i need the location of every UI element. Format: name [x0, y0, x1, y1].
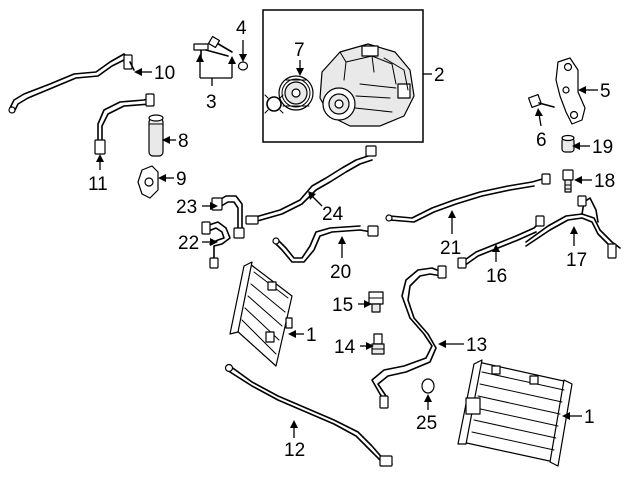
callout-18: 18 — [594, 171, 615, 192]
callout-16: 16 — [486, 266, 507, 287]
callout-7: 7 — [294, 40, 305, 61]
callout-5: 5 — [600, 81, 611, 102]
callout-14: 14 — [334, 337, 356, 358]
callout-21: 21 — [440, 238, 461, 259]
condenser-left — [229, 261, 293, 367]
compressor-body — [319, 43, 415, 127]
hose-12 — [224, 363, 393, 467]
callout-1-left: 1 — [306, 325, 317, 346]
compressor-group — [262, 9, 424, 143]
callout-8: 8 — [178, 131, 189, 152]
leader-lines — [96, 40, 598, 438]
callout-9: 9 — [176, 169, 187, 190]
callout-10: 10 — [154, 63, 175, 84]
receiver-drier — [148, 114, 164, 157]
line-20 — [272, 225, 379, 263]
valve-14 — [371, 333, 385, 355]
hose-17 — [525, 195, 621, 259]
callout-23: 23 — [176, 197, 197, 218]
cap-19 — [561, 134, 575, 153]
hose-22 — [201, 221, 231, 269]
line-24 — [245, 145, 377, 225]
callout-4: 4 — [236, 18, 247, 39]
o-ring-25 — [421, 378, 435, 394]
fitting-15 — [368, 291, 384, 313]
bracket — [555, 57, 586, 125]
callout-17: 17 — [566, 250, 587, 271]
callout-19: 19 — [592, 137, 613, 158]
callout-24: 24 — [322, 204, 344, 225]
valve-18 — [562, 169, 574, 193]
hose-16 — [457, 215, 545, 269]
callout-labels: 4 7 2 10 3 5 6 19 8 9 11 18 23 24 22 21 … — [88, 18, 615, 461]
line-13 — [371, 265, 447, 409]
drier-bracket — [137, 165, 159, 199]
callout-11: 11 — [88, 174, 108, 195]
callout-12: 12 — [284, 440, 305, 461]
snap-ring — [264, 94, 284, 114]
bracket-bolt — [527, 93, 555, 109]
callout-22: 22 — [178, 233, 199, 254]
callout-3: 3 — [206, 92, 217, 113]
callout-6: 6 — [536, 130, 547, 151]
clutch-pulley — [278, 75, 314, 111]
callout-2: 2 — [434, 65, 445, 86]
callout-25: 25 — [416, 413, 437, 434]
line-21 — [385, 173, 551, 223]
callout-13: 13 — [466, 335, 487, 356]
callout-20: 20 — [330, 262, 351, 283]
callout-1-right: 1 — [584, 407, 595, 428]
washer — [237, 61, 249, 71]
condenser-right — [457, 359, 573, 467]
hose-10 — [8, 53, 135, 114]
hose-11 — [94, 93, 155, 155]
callout-15: 15 — [332, 295, 353, 316]
